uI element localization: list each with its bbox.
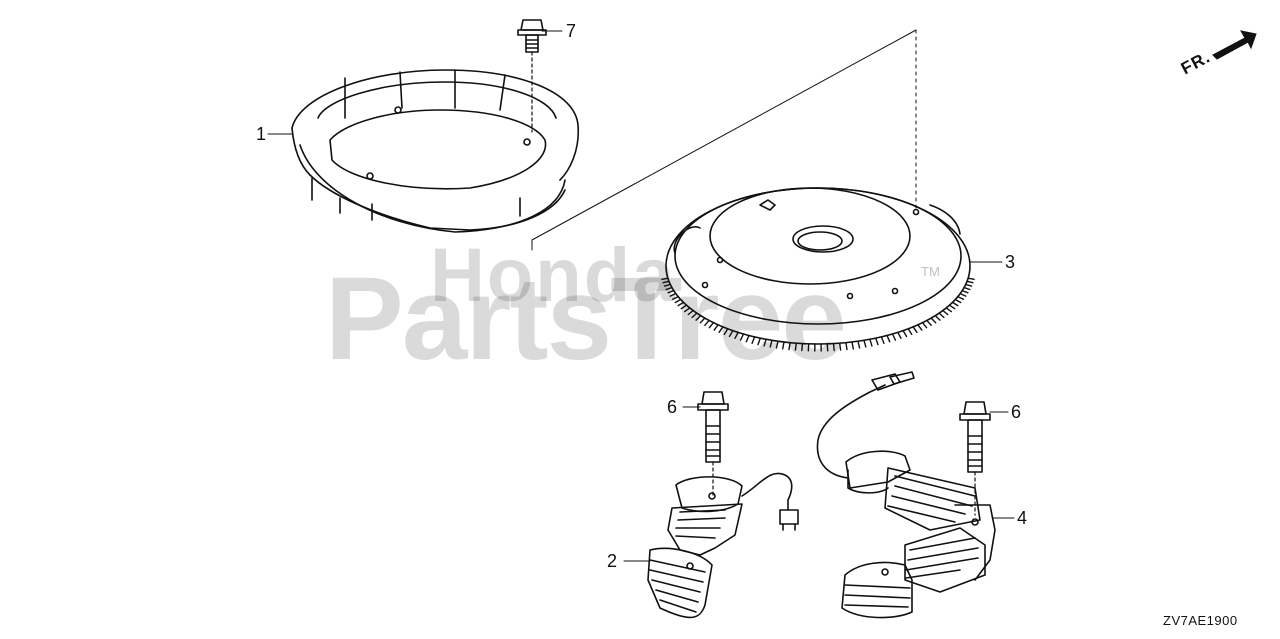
callout-2: 2 — [607, 551, 618, 571]
front-arrow-icon — [1212, 30, 1257, 60]
callout-6-left: 6 — [667, 397, 678, 417]
part-4-charge-coil[interactable] — [816, 371, 996, 619]
callout-7: 7 — [566, 21, 577, 41]
callout-3: 3 — [1005, 252, 1016, 272]
callout-6-right: 6 — [1011, 402, 1022, 422]
part-3-flywheel[interactable] — [661, 187, 975, 352]
watermark-honda: Honda — [430, 233, 677, 318]
part-2-exciter-coil[interactable] — [647, 472, 799, 619]
part-7-bolt[interactable] — [517, 19, 547, 133]
diagram-code: ZV7AE1900 — [1163, 613, 1238, 628]
part-6-bolt-right[interactable] — [959, 401, 991, 516]
callout-1: 1 — [256, 124, 267, 144]
front-direction-label: FR. — [1177, 47, 1214, 79]
part-1-flywheel-ring[interactable] — [291, 69, 580, 233]
part-6-bolt-left[interactable] — [697, 391, 729, 496]
watermark-trademark: TM — [921, 264, 940, 279]
callout-4: 4 — [1017, 508, 1028, 528]
